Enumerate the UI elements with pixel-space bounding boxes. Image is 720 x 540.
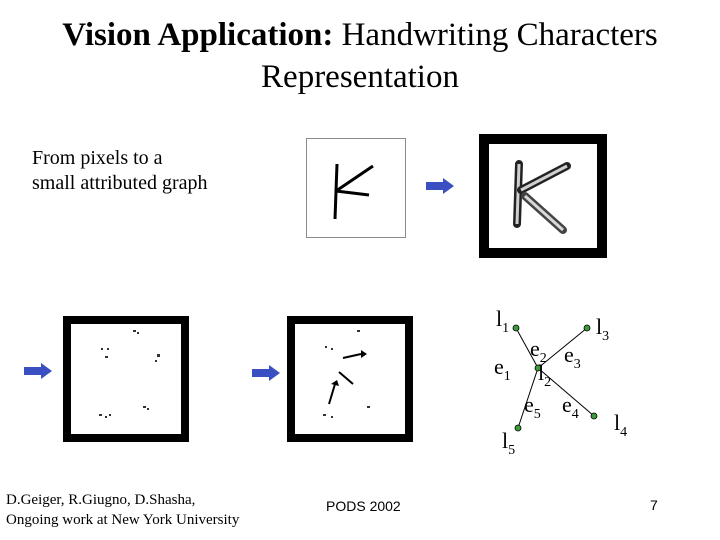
footer-authors: D.Geiger, R.Giugno, D.Shasha, Ongoing wo… [6,490,239,530]
label-e4: e4 [562,392,579,422]
footer-authors-line: D.Geiger, R.Giugno, D.Shasha, [6,492,196,508]
label-l1: l1 [496,306,510,336]
title-line2: Representation [261,59,459,95]
footer-affiliation: Ongoing work at New York University [6,512,240,528]
slide-title: Vision Application: Handwriting Characte… [0,14,720,98]
arrow-right-icon [252,365,280,381]
caption-line1: From pixels to a [32,147,163,169]
label-e1: e1 [494,354,511,384]
caption-line2: small attributed graph [32,172,208,194]
pixel-outline-image [479,134,607,258]
title-bold: Vision Application: [62,17,334,53]
arrow-right-icon [24,363,52,379]
label-l4: l4 [614,410,628,440]
label-l3: l3 [596,314,610,344]
label-e2: e2 [530,336,547,366]
label-l2: l2 [538,360,552,390]
handwritten-k-image [306,138,406,238]
arrow-right-icon [426,178,454,194]
graph-node-l3 [583,324,591,332]
keypoints-image [63,316,189,442]
label-l5: l5 [502,428,516,458]
label-e5: e5 [524,392,541,422]
label-e3: e3 [564,342,581,372]
attributed-graph: l1 l3 e1 e2 e3 l2 e5 e4 l4 l5 [490,300,650,470]
graph-node-l4 [590,412,598,420]
title-rest: Handwriting Characters [333,17,658,53]
graph-node-l5 [514,424,522,432]
graph-node-l1 [512,324,520,332]
graph-node-l2 [534,364,542,372]
vector-strokes-image [287,316,413,442]
page-number: 7 [650,497,658,513]
footer-conference: PODS 2002 [326,498,401,514]
caption: From pixels to a small attributed graph [32,146,208,196]
